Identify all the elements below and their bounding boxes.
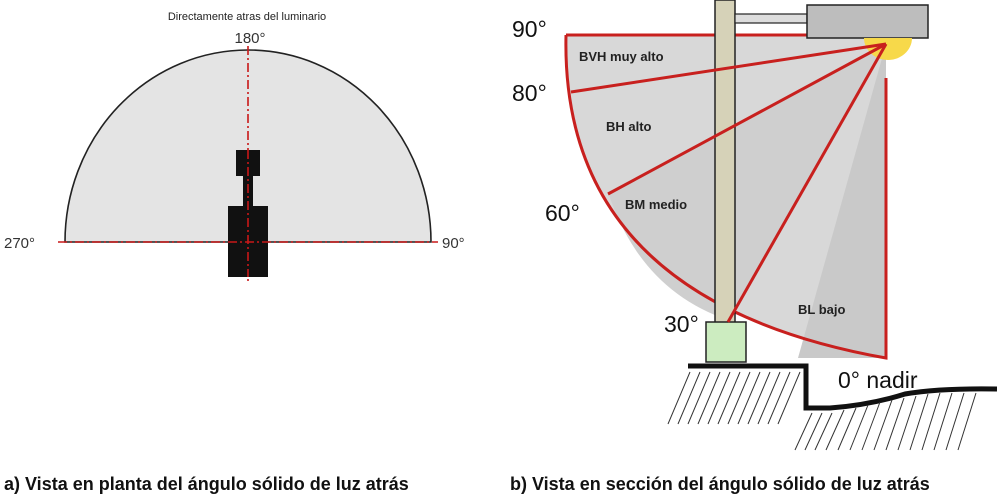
ray-60	[607, 42, 887, 196]
angle-80-label: 80°	[512, 80, 547, 106]
plan-angle-90: 90°	[442, 235, 465, 252]
angle-90-label: 90°	[512, 16, 547, 42]
zone-bh-label: BH alto	[606, 119, 652, 134]
angle-0-nadir-label: 0° nadir	[838, 367, 918, 393]
pole	[714, 0, 736, 331]
section-shade-bl	[798, 44, 886, 358]
section-view: 90° 80° 60° 30° 0° nadir BVH muy alto BH…	[512, 0, 997, 451]
plan-angle-180: 180°	[234, 30, 265, 47]
zone-bvh-label: BVH muy alto	[579, 49, 664, 64]
lamp-housing	[806, 4, 929, 39]
zone-bl-label: BL bajo	[798, 302, 845, 317]
section-shade-bm	[608, 44, 886, 320]
ground-hatching	[667, 371, 977, 451]
lamp-glow	[864, 38, 912, 60]
plan-angle-270: 270°	[4, 235, 35, 252]
angle-60-label: 60°	[545, 200, 580, 226]
caption-b: b) Vista en sección del ángulo sólido de…	[510, 474, 930, 494]
ray-30	[726, 43, 888, 323]
lamp-arm	[734, 13, 808, 24]
plan-semicircle	[64, 49, 432, 243]
angle-30-label: 30°	[664, 311, 699, 337]
caption-a: a) Vista en planta del ángulo sólido de …	[4, 474, 409, 494]
ray-80	[570, 42, 887, 94]
zone-bm-label: BM medio	[625, 197, 687, 212]
pole-base	[705, 321, 747, 363]
section-boundary	[564, 34, 888, 360]
plan-top-note: Directamente atras del luminario	[168, 11, 326, 23]
ground-line	[688, 363, 997, 411]
plan-view: Directamente atras del luminario 180° 27…	[4, 11, 465, 282]
